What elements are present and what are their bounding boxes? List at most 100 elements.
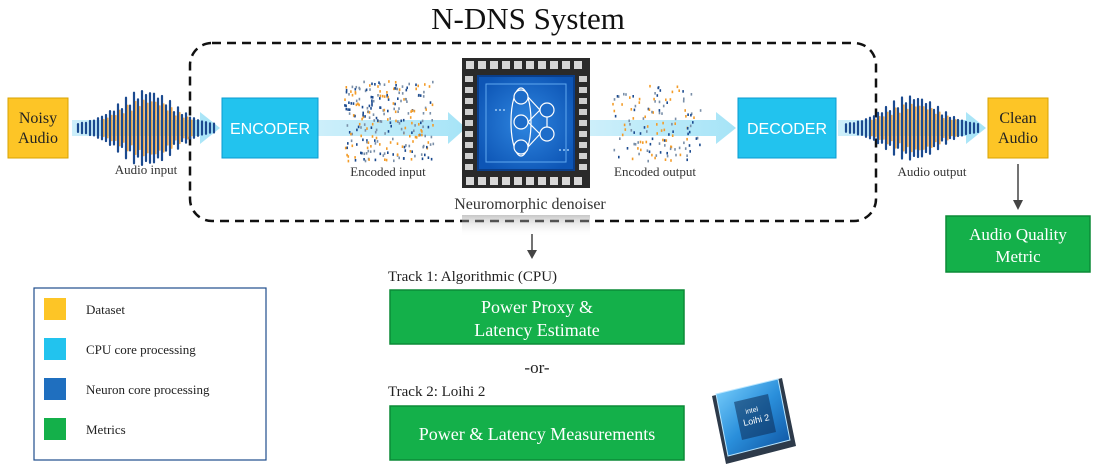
spike <box>649 142 652 146</box>
spike <box>674 148 676 151</box>
loihi-chip-icon: intel Loihi 2 <box>712 378 796 464</box>
spike <box>669 98 672 101</box>
spike <box>634 104 637 108</box>
spike <box>345 107 348 111</box>
spike <box>653 97 655 101</box>
spike <box>382 154 385 157</box>
spike <box>654 156 656 160</box>
spike <box>348 108 351 111</box>
spike <box>682 99 685 103</box>
spike <box>374 139 376 142</box>
spike <box>403 131 405 135</box>
spike <box>362 115 365 119</box>
spike <box>424 153 426 157</box>
legend-label: Neuron core processing <box>86 382 210 397</box>
spike <box>383 152 386 155</box>
spike <box>637 147 639 150</box>
spike <box>644 115 646 119</box>
spike <box>638 101 641 104</box>
spike <box>631 157 634 161</box>
spike <box>427 125 430 129</box>
spike <box>647 159 649 163</box>
encoder-label: ENCODER <box>230 121 310 138</box>
spike <box>662 104 665 108</box>
spike <box>395 119 397 123</box>
spike <box>386 93 388 97</box>
spike <box>383 112 385 116</box>
spike <box>363 80 365 84</box>
spike <box>688 130 691 134</box>
audio-output-waveform <box>844 95 980 161</box>
spike <box>645 140 648 144</box>
decoder-node: DECODER <box>737 97 837 159</box>
clean-audio-line2: Audio <box>998 130 1038 147</box>
spike <box>390 124 392 128</box>
spike <box>411 109 413 113</box>
spike <box>421 157 424 161</box>
spike <box>421 130 423 133</box>
spike <box>678 89 680 92</box>
spike <box>692 121 694 124</box>
legend-label: Dataset <box>86 302 125 317</box>
spike <box>618 155 620 159</box>
spike <box>679 153 682 157</box>
spike <box>656 132 658 135</box>
spike <box>614 114 617 118</box>
chip-pin <box>465 131 473 137</box>
spike <box>396 153 399 156</box>
spike <box>400 99 402 103</box>
spike <box>380 120 383 123</box>
spike <box>387 130 390 133</box>
arrow-clean-to-quality <box>1013 164 1023 210</box>
spike <box>690 113 692 117</box>
spike <box>651 137 654 141</box>
spike <box>676 85 679 89</box>
spike <box>351 144 354 148</box>
chip-pin <box>579 142 587 148</box>
spike <box>409 134 411 138</box>
spike <box>372 99 375 103</box>
spike <box>375 128 378 132</box>
chip-pin <box>562 61 570 69</box>
spike <box>690 93 693 96</box>
spike <box>410 158 413 161</box>
spike <box>637 141 639 144</box>
spike <box>659 151 662 154</box>
spike <box>354 159 357 162</box>
spike <box>382 109 385 112</box>
spike <box>379 152 382 156</box>
spike <box>362 138 364 142</box>
legend-label: CPU core processing <box>86 342 196 357</box>
spike <box>652 111 654 114</box>
track2-label: Track 2: Loihi 2 <box>388 384 485 400</box>
spike <box>387 118 389 121</box>
spike <box>642 117 645 120</box>
spike <box>369 150 372 153</box>
power-proxy-line2: Latency Estimate <box>474 320 599 340</box>
chip-pin <box>502 61 510 69</box>
spike <box>344 98 346 101</box>
spike <box>422 112 425 115</box>
spike <box>379 94 382 98</box>
spike <box>350 102 353 105</box>
spike <box>345 86 348 89</box>
spike <box>344 146 347 150</box>
spike <box>345 88 348 92</box>
spike <box>415 136 418 139</box>
chip-pin <box>579 87 587 93</box>
spike <box>386 147 388 150</box>
spike <box>383 108 386 112</box>
spike <box>421 119 424 123</box>
audio-quality-line2: Metric <box>995 247 1041 266</box>
chip-pin <box>465 76 473 82</box>
spike <box>362 113 364 117</box>
spike <box>350 132 352 136</box>
spike <box>356 143 358 146</box>
spike <box>642 141 644 144</box>
spike <box>643 126 646 129</box>
spike <box>432 124 434 127</box>
spike <box>403 98 405 101</box>
spike <box>358 103 360 107</box>
spike <box>351 132 353 136</box>
spike <box>666 154 669 158</box>
